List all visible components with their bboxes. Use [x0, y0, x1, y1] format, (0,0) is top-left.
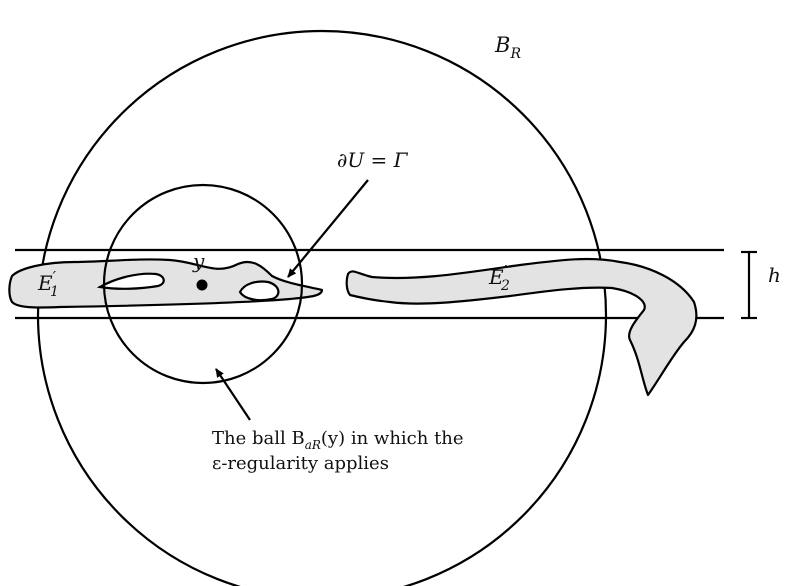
point-y-dot	[196, 279, 208, 291]
big-ball-circle	[36, 29, 608, 586]
height-label: h	[768, 263, 781, 287]
caption-arrow	[215, 368, 251, 421]
boundary-label: ∂U = Γ	[337, 148, 409, 172]
boundary-arrow	[287, 179, 369, 278]
e1-hole-left	[96, 272, 165, 290]
caption-line-1: The ball BaR(y) in which the	[212, 428, 464, 452]
e1-label: E′1	[37, 268, 59, 300]
height-bracket	[741, 250, 757, 320]
big-ball-label: BR	[494, 33, 521, 62]
small-ball-circle	[102, 183, 304, 385]
e1-hole-right	[238, 280, 280, 302]
e2-label: E′2	[488, 262, 510, 294]
region-e2	[345, 257, 698, 397]
point-y-label: y	[192, 249, 205, 273]
caption-line-2: ε-regularity applies	[212, 453, 389, 474]
